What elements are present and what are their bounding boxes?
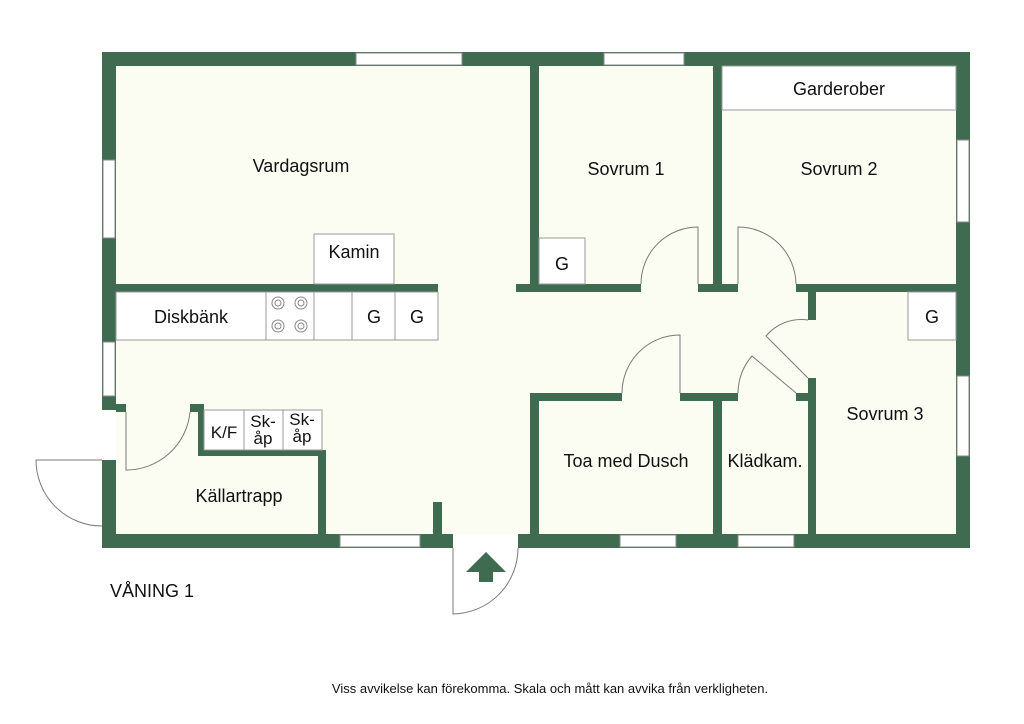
- window: [102, 159, 116, 239]
- window: [956, 375, 970, 457]
- label-skap2-bottom: åp: [293, 427, 312, 446]
- label-skap1-bottom: åp: [254, 429, 273, 448]
- window: [603, 52, 685, 66]
- window: [619, 534, 677, 548]
- windows: [102, 52, 970, 548]
- label-kf: K/F: [211, 423, 237, 442]
- window: [956, 139, 970, 223]
- label-skap1-top: Sk-: [250, 412, 276, 431]
- fixtures: [115, 65, 957, 451]
- label-g-sovrum1: G: [555, 254, 569, 274]
- g-closet-sovrum3: [907, 291, 957, 341]
- room-labels: Vardagsrum Sovrum 1 Sovrum 2 Sovrum 3 Ga…: [154, 79, 939, 506]
- label-g-sovrum3: G: [925, 307, 939, 327]
- entrance-arrow-icon: [466, 552, 506, 582]
- label-sovrum2: Sovrum 2: [800, 159, 877, 179]
- label-g-kitchen-2: G: [410, 307, 424, 327]
- window: [737, 534, 795, 548]
- label-toa: Toa med Dusch: [563, 451, 688, 471]
- doors: [35, 226, 809, 615]
- skap-box-1: [243, 409, 284, 451]
- g-closet-sovrum1: [538, 237, 586, 285]
- label-kallartrapp: Källartrapp: [195, 486, 282, 506]
- skap-box-2: [282, 409, 323, 451]
- label-diskbank: Diskbänk: [154, 307, 229, 327]
- label-kladkam: Klädkam.: [727, 451, 802, 471]
- window: [102, 341, 116, 397]
- label-skap2-top: Sk-: [289, 410, 315, 429]
- floor-label: VÅNING 1: [110, 581, 195, 601]
- kf-box: [203, 409, 245, 451]
- label-sovrum3: Sovrum 3: [846, 404, 923, 424]
- label-g-kitchen-1: G: [367, 307, 381, 327]
- kamin-box: [313, 233, 395, 285]
- stove-icon: [271, 296, 308, 333]
- window: [339, 534, 421, 548]
- label-kamin: Kamin: [328, 242, 379, 262]
- garderober-box: [721, 65, 957, 111]
- label-vardagsrum: Vardagsrum: [253, 156, 350, 176]
- label-garderober: Garderober: [793, 79, 885, 99]
- label-sovrum1: Sovrum 1: [587, 159, 664, 179]
- interior-walls: [116, 66, 956, 534]
- disclaimer: Viss avvikelse kan förekomma. Skala och …: [331, 681, 769, 696]
- window: [355, 52, 463, 66]
